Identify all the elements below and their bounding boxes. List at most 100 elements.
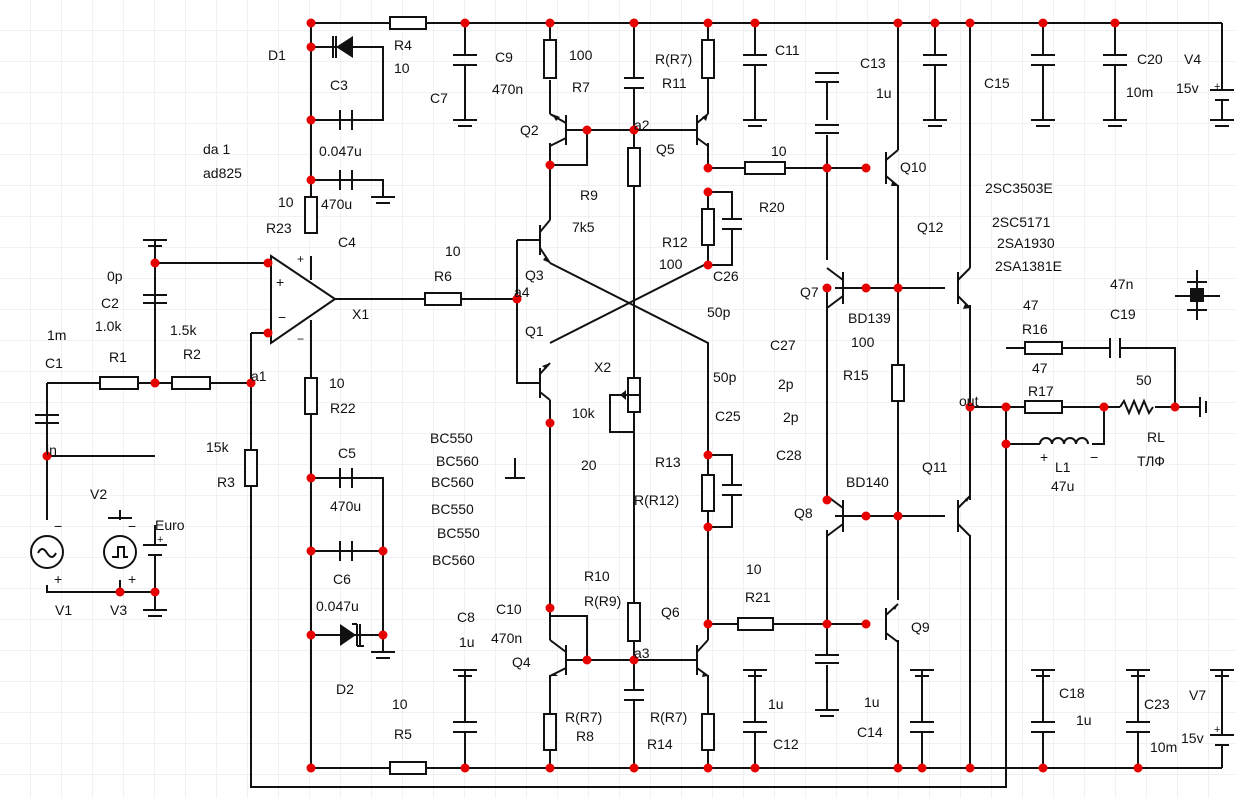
label-V1: V1 — [55, 602, 72, 618]
junction-node[interactable] — [115, 587, 125, 597]
junction-node[interactable] — [822, 283, 832, 293]
junction-node[interactable] — [306, 18, 316, 28]
junction-node[interactable] — [1001, 402, 1011, 412]
label-BC560-1: BC560 — [436, 453, 479, 469]
label-C7: C7 — [430, 90, 448, 106]
junction-node[interactable] — [378, 630, 388, 640]
junction-node[interactable] — [861, 283, 871, 293]
junction-node[interactable] — [703, 260, 713, 270]
junction-node[interactable] — [150, 258, 160, 268]
junction-node[interactable] — [545, 160, 555, 170]
junction-node[interactable] — [1038, 18, 1048, 28]
label-R23: R23 — [266, 220, 292, 236]
junction-node[interactable] — [703, 522, 713, 532]
label-Q7: Q7 — [800, 284, 819, 300]
label-L1-value: 47u — [1051, 478, 1074, 494]
label-Q10: Q10 — [900, 159, 927, 175]
junction-node[interactable] — [750, 18, 760, 28]
junction-node[interactable] — [460, 763, 470, 773]
junction-node[interactable] — [750, 763, 760, 773]
label-R22: R22 — [330, 400, 356, 416]
junction-node[interactable] — [861, 619, 871, 629]
junction-node[interactable] — [861, 511, 871, 521]
junction-node[interactable] — [703, 619, 713, 629]
label-C18-value: 1u — [1076, 712, 1092, 728]
junction-node[interactable] — [150, 587, 160, 597]
junction-node[interactable] — [917, 763, 927, 773]
junction-node[interactable] — [930, 18, 940, 28]
junction-node[interactable] — [545, 418, 555, 428]
junction-node[interactable] — [629, 763, 639, 773]
junction-node[interactable] — [965, 402, 975, 412]
junction-node[interactable] — [263, 258, 273, 268]
junction-node[interactable] — [306, 546, 316, 556]
label-C3-value: 0.047u — [319, 143, 362, 159]
junction-node[interactable] — [545, 18, 555, 28]
junction-node[interactable] — [965, 763, 975, 773]
junction-node[interactable] — [629, 655, 639, 665]
junction-node[interactable] — [306, 175, 316, 185]
junction-node[interactable] — [965, 18, 975, 28]
junction-node[interactable] — [306, 763, 316, 773]
junction-node[interactable] — [306, 42, 316, 52]
label-R21: R21 — [745, 589, 771, 605]
junction-node[interactable] — [306, 473, 316, 483]
junction-node[interactable] — [1038, 763, 1048, 773]
label-50p-lower: 50p — [713, 369, 737, 385]
junction-node[interactable] — [893, 18, 903, 28]
label-R8-value: R(R7) — [565, 709, 602, 725]
junction-node[interactable] — [861, 163, 871, 173]
label-C12: C12 — [773, 736, 799, 752]
label-BD140: BD140 — [846, 474, 889, 490]
label-R5-value: 10 — [392, 696, 408, 712]
junction-node[interactable] — [1110, 18, 1120, 28]
junction-node[interactable] — [378, 546, 388, 556]
label-V7: V7 — [1189, 687, 1206, 703]
junction-node[interactable] — [460, 18, 470, 28]
label-C3: C3 — [330, 77, 348, 93]
junction-node[interactable] — [263, 328, 273, 338]
junction-node[interactable] — [512, 294, 522, 304]
label-C10-value: 470n — [491, 630, 522, 646]
label-2SC3503E: 2SC3503E — [985, 180, 1053, 196]
junction-node[interactable] — [1001, 439, 1011, 449]
label-Q5: Q5 — [656, 141, 675, 157]
label-a3: a3 — [634, 645, 650, 661]
junction-node[interactable] — [629, 18, 639, 28]
junction-node[interactable] — [703, 18, 713, 28]
label-C28: C28 — [776, 447, 802, 463]
junction-node[interactable] — [822, 495, 832, 505]
junction-node[interactable] — [1133, 763, 1143, 773]
junction-node[interactable] — [703, 763, 713, 773]
junction-node[interactable] — [703, 450, 713, 460]
label-R9-value: 7k5 — [572, 219, 595, 235]
label-D2: D2 — [336, 681, 354, 697]
junction-node[interactable] — [545, 603, 555, 613]
junction-node[interactable] — [1099, 402, 1109, 412]
junction-node[interactable] — [582, 125, 592, 135]
label-C23: C23 — [1144, 696, 1170, 712]
label-C18: C18 — [1059, 685, 1085, 701]
junction-node[interactable] — [545, 763, 555, 773]
junction-node[interactable] — [893, 511, 903, 521]
junction-node[interactable] — [822, 163, 832, 173]
junction-node[interactable] — [822, 619, 832, 629]
junction-node[interactable] — [893, 763, 903, 773]
junction-node[interactable] — [1170, 402, 1180, 412]
junction-node[interactable] — [629, 125, 639, 135]
junction-node[interactable] — [306, 630, 316, 640]
label-C20: C20 — [1137, 51, 1163, 67]
junction-node[interactable] — [42, 451, 52, 461]
junction-node[interactable] — [582, 655, 592, 665]
label-R4: R4 — [394, 37, 412, 53]
junction-node[interactable] — [703, 187, 713, 197]
label-C19-value: 47n — [1110, 276, 1133, 292]
junction-node[interactable] — [703, 163, 713, 173]
junction-node[interactable] — [893, 283, 903, 293]
label-Q9: Q9 — [911, 619, 930, 635]
junction-node[interactable] — [150, 378, 160, 388]
junction-node[interactable] — [246, 378, 256, 388]
junction-node[interactable] — [306, 115, 316, 125]
